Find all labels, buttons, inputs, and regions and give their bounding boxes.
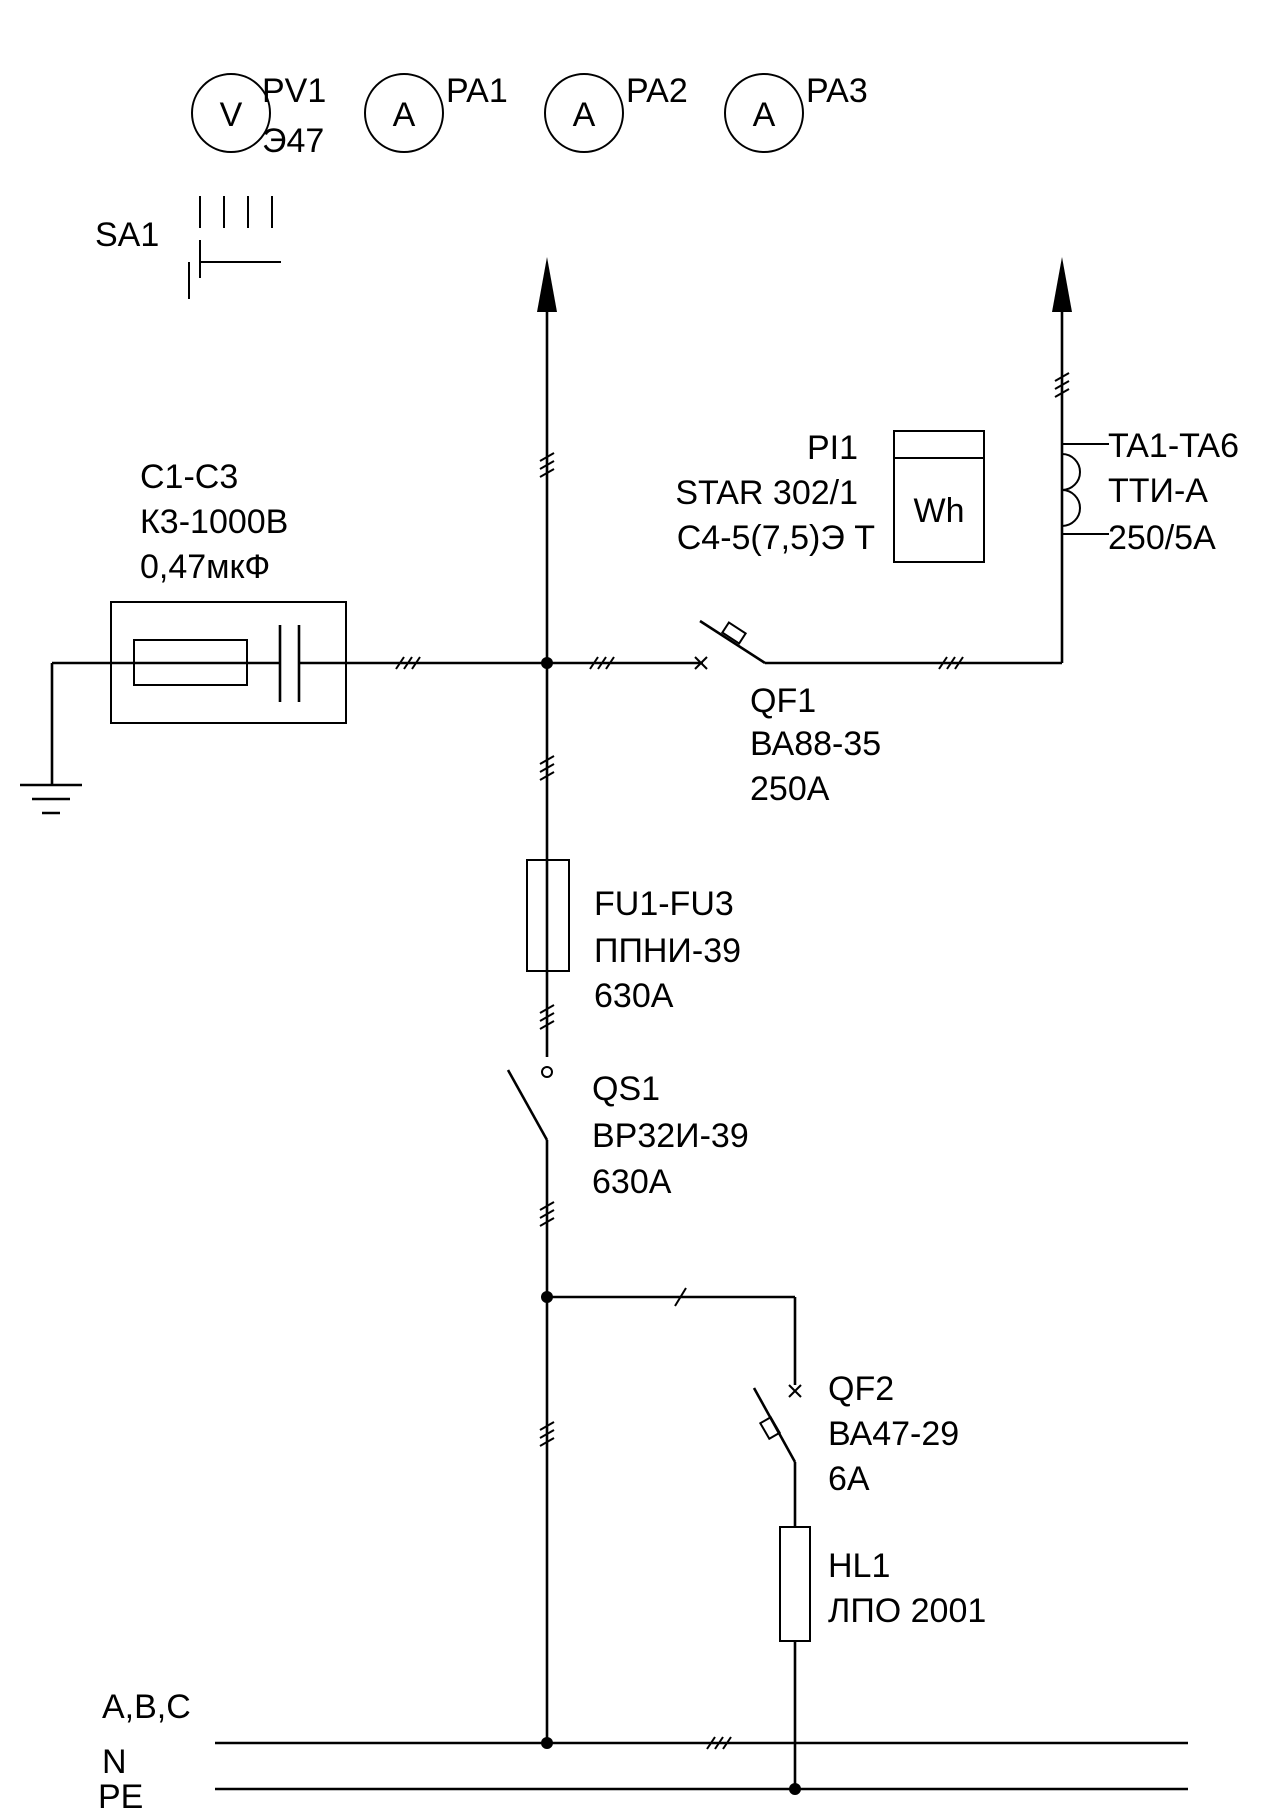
fuse-rating: 630А [594,977,674,1015]
bus-phases-label: A,B,C [102,1688,191,1726]
ammeter-symbol: A [573,96,596,134]
bus-pe-label: PE [98,1778,143,1810]
selector-switch-sa1: SA1 [95,196,281,299]
watt-hour-symbol: Wh [914,492,965,530]
pi1-model: STAR 302/1 [675,474,858,512]
qf2-type: ВА47-29 [828,1415,959,1453]
junction-dot [541,1737,553,1749]
ct-type: ТТИ-А [1108,472,1208,510]
ammeter-pa2: A PA2 [544,72,688,153]
fuse-type: ППНИ-39 [594,932,741,970]
hl1-type: ЛПО 2001 [828,1592,986,1630]
qs1-label: QS1 [592,1070,660,1108]
qf2-rating: 6А [828,1460,870,1498]
sa1-label: SA1 [95,216,159,254]
pv1-label: PV1 [262,72,326,110]
breaker-cross-icon [694,656,708,670]
bus-neutral-label: N [102,1743,127,1781]
pv1-type: Э47 [262,122,324,160]
breaker-cross-icon [788,1384,802,1398]
pi1-label: PI1 [807,429,858,467]
ct-feeder-line: TA1-TA6 ТТИ-А 250/5А [1052,257,1239,663]
qf1-type: ВА88-35 [750,725,881,763]
arrow-up-icon [537,257,557,312]
arrow-up-icon [1052,257,1072,312]
disconnector-qs1: QS1 ВР32И-39 630А [506,1066,749,1743]
capacitor-label: C1-C3 [140,458,238,496]
main-feeder-line [537,257,557,1057]
ct-label: TA1-TA6 [1108,427,1239,465]
pa1-label: PA1 [446,72,508,110]
signal-lamp-branch: QF2 ВА47-29 6А HL1 ЛПО 2001 [547,1287,986,1795]
current-transformer-icon [1061,443,1109,535]
ammeter-pa3: A PA3 [724,72,868,153]
hl1-label: HL1 [828,1547,890,1585]
capacitor-type: К3-1000В [140,503,288,541]
ammeter-symbol: A [753,96,776,134]
fuses-fu1-fu3: FU1-FU3 ППНИ-39 630А [526,859,741,1015]
ct-ratio: 250/5А [1108,519,1216,557]
pa3-label: PA3 [806,72,868,110]
qf1-label: QF1 [750,682,816,720]
ammeter-symbol: A [393,96,416,134]
energy-meter-pi1: PI1 STAR 302/1 С4-5(7,5)Э Т Wh [675,429,985,563]
qs1-type: ВР32И-39 [592,1117,749,1155]
qf1-rating: 250А [750,770,830,808]
voltmeter-symbol: V [220,96,243,134]
bus-bars: A,B,C N PE [98,1688,1188,1810]
ground-icon [20,783,82,815]
qf2-label: QF2 [828,1370,894,1408]
capacitor-value: 0,47мкФ [140,548,270,586]
qf1-branch: QF1 ВА88-35 250А [547,619,1062,808]
voltmeter-pv1: V PV1 Э47 [191,72,326,160]
pa2-label: PA2 [626,72,688,110]
capacitor-unit-c1-c3: C1-C3 К3-1000В 0,47мкФ [20,458,547,815]
ammeter-pa1: A PA1 [364,72,508,153]
qs1-rating: 630А [592,1163,672,1201]
pi1-spec: С4-5(7,5)Э Т [677,519,875,557]
fuse-label: FU1-FU3 [594,885,734,923]
